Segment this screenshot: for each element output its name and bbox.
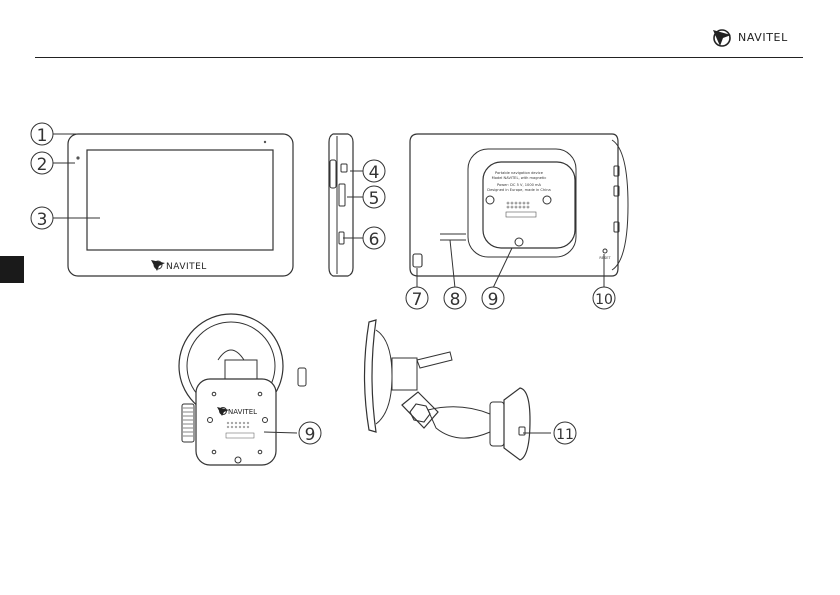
callout-3: 3 [30, 206, 54, 230]
callouts: 1 2 3 4 5 6 7 8 9 10 9 11 [30, 122, 616, 445]
back-label-line1: Portable navigation device [495, 171, 544, 175]
svg-text:5: 5 [369, 189, 380, 209]
back-label-line2: Model NAVITEL, with magnetic [492, 176, 547, 180]
callout-9-mount: 9 [298, 421, 322, 445]
svg-text:10: 10 [595, 292, 613, 308]
device-back-view: Portable navigation device Model NAVITEL… [409, 133, 629, 277]
callout-4: 4 [362, 159, 386, 183]
navitel-logo-icon [713, 29, 731, 47]
front-brand: NAVITEL [166, 262, 207, 272]
callout-7: 7 [405, 286, 429, 310]
callout-11: 11 [553, 421, 577, 445]
mount-side-view [363, 319, 531, 461]
brand-name: NAVITEL [738, 30, 788, 44]
svg-text:1: 1 [37, 126, 48, 146]
svg-text:9: 9 [305, 425, 316, 445]
svg-text:8: 8 [450, 290, 461, 310]
callout-6: 6 [362, 226, 386, 250]
mount-front-view: NAVITEL [178, 313, 307, 466]
callout-5: 5 [362, 185, 386, 209]
callout-9-back: 9 [481, 286, 505, 310]
callout-8: 8 [443, 286, 467, 310]
reset-label: RESET [599, 256, 611, 260]
svg-text:9: 9 [488, 290, 499, 310]
mount-brand: NAVITEL [228, 408, 257, 416]
device-front-view: NAVITEL [67, 133, 294, 277]
svg-text:4: 4 [369, 163, 380, 183]
mount-logo: NAVITEL [217, 407, 257, 416]
header-logo: NAVITEL [710, 26, 798, 48]
svg-text:11: 11 [556, 427, 574, 443]
callout-10: 10 [592, 286, 616, 310]
back-label-line3: Power: DC 5 V, 1000 mA [497, 183, 542, 187]
svg-text:3: 3 [37, 210, 48, 230]
svg-text:2: 2 [37, 155, 48, 175]
callout-1: 1 [30, 122, 54, 146]
header-rule [35, 57, 803, 58]
front-logo: NAVITEL [151, 260, 207, 272]
back-label-line4: Designed in Europe, made in China [487, 188, 550, 192]
device-side-view [328, 133, 354, 277]
svg-text:6: 6 [369, 230, 380, 250]
svg-text:7: 7 [412, 290, 423, 310]
callout-2: 2 [30, 151, 54, 175]
chapter-tab [0, 256, 24, 283]
